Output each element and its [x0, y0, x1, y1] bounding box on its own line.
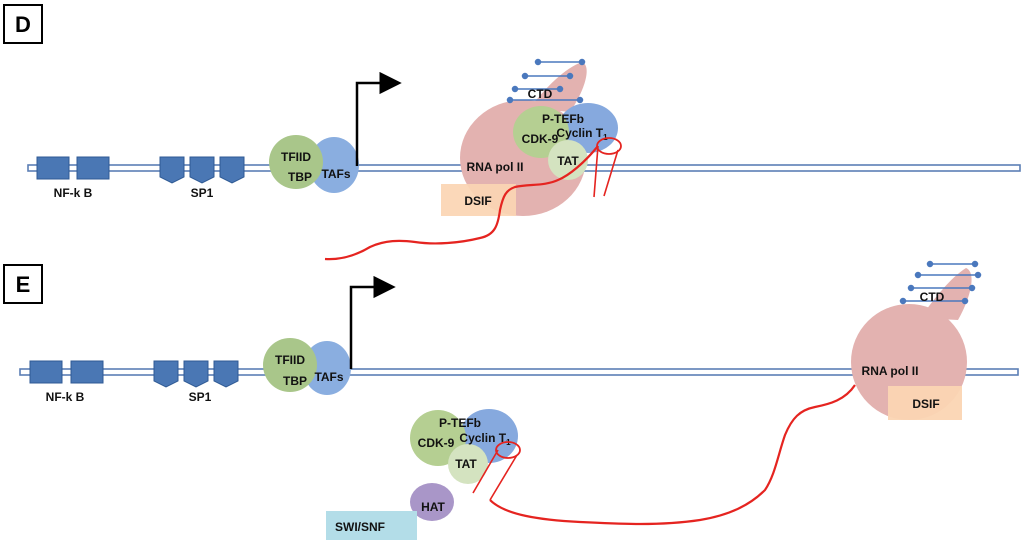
nfkb-site [36, 156, 70, 180]
tafs-blob [303, 341, 351, 395]
tar-stem [593, 145, 619, 198]
panel-d-letter: D [15, 12, 31, 37]
tfiid-label: TFIID [275, 353, 305, 367]
ptefb-label: P-TEFb [439, 416, 481, 430]
tss-arrow [349, 275, 396, 369]
tafs-label: TAFs [321, 167, 350, 181]
panel-d: D NF-k B SP1 TFIID TBP TAFs CTD [3, 4, 1021, 261]
sp1-site [183, 360, 209, 388]
tbp-label: TBP [283, 374, 307, 388]
tat-label: TAT [455, 457, 477, 471]
ctd-phosphates [506, 58, 586, 104]
nfkb-label: NF-k B [46, 390, 85, 404]
sp1-site [153, 360, 179, 388]
tbp-label: TBP [288, 170, 312, 184]
tfiid-blob [263, 338, 317, 392]
tat-blob [548, 140, 588, 180]
rna-pol-ii-label: RNA pol II [862, 364, 919, 378]
panel-d-letter-box [3, 4, 43, 44]
tar-loop [495, 441, 521, 459]
tar-loop [596, 137, 622, 155]
hat-blob [410, 483, 454, 521]
sp1-site [213, 360, 239, 388]
dna-strand [19, 368, 1019, 376]
cyclin-t1-label: Cyclin T1 [459, 431, 511, 447]
tfiid-blob [269, 135, 323, 189]
tar-stem [472, 449, 518, 501]
tafs-blob [309, 137, 359, 193]
panel-e-letter: E [16, 272, 31, 297]
tafs-label: TAFs [314, 370, 343, 384]
panel-e: E NF-k B SP1 TFIID TBP TAFs CTD RNA pol … [3, 260, 1019, 540]
swi-snf-label: SWI/SNF [335, 520, 385, 534]
nfkb-site [29, 360, 63, 384]
ctd-phosphates [899, 260, 982, 305]
nascent-rna [489, 384, 856, 526]
cyclin-t1-blob [558, 103, 618, 153]
sp1-site [219, 156, 245, 184]
dsif-label: DSIF [464, 194, 491, 208]
ctd-tail [920, 268, 972, 320]
hat-label: HAT [421, 500, 445, 514]
rna-pol-ii-label: RNA pol II [467, 160, 524, 174]
panel-e-letter-box [3, 264, 43, 304]
cdk9-label: CDK-9 [522, 132, 559, 146]
nfkb-site [70, 360, 104, 384]
dsif-box [888, 386, 962, 420]
swi-snf-box [326, 511, 417, 540]
nfkb-site [76, 156, 110, 180]
nfkb-label: NF-k B [54, 186, 93, 200]
nascent-rna [324, 145, 599, 261]
cdk9-label: CDK-9 [418, 436, 455, 450]
sp1-label: SP1 [189, 390, 212, 404]
tat-blob [448, 444, 488, 484]
tat-label: TAT [557, 154, 579, 168]
sp1-site [159, 156, 185, 184]
ctd-label: CTD [920, 290, 945, 304]
sp1-site [189, 156, 215, 184]
sp1-label: SP1 [191, 186, 214, 200]
tfiid-label: TFIID [281, 150, 311, 164]
tss-arrow [355, 71, 402, 166]
ptefb-label: P-TEFb [542, 112, 584, 126]
ctd-label: CTD [528, 87, 553, 101]
dsif-label: DSIF [912, 397, 939, 411]
